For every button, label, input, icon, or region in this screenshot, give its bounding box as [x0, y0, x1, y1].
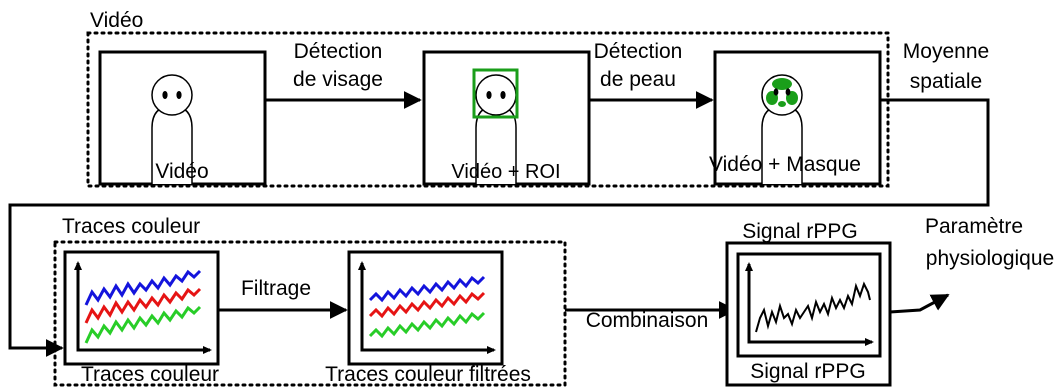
- spatial-mean-label-1: Moyenne: [903, 40, 989, 63]
- rppg-signal-box: [736, 252, 882, 358]
- rppg-top-label: Signal rPPG: [742, 220, 858, 243]
- rppg-signal-line: [755, 281, 871, 333]
- face-detection-label-2: de visage: [293, 68, 383, 91]
- video-roi-label: Vidéo + ROI: [451, 161, 560, 183]
- trace-red: [84, 287, 202, 324]
- filtering-label: Filtrage: [241, 277, 311, 300]
- rppg-signal-plot: [745, 262, 874, 346]
- rppg-bottom-label: Signal rPPG: [750, 360, 866, 383]
- trace-green: [84, 305, 202, 344]
- color-traces-plot: [74, 261, 212, 354]
- filtered-traces-box: [347, 250, 504, 366]
- physio-parameter-label-1: Paramètre: [925, 215, 1023, 238]
- physio-parameter-label-2: physiologique: [926, 247, 1054, 270]
- video-mask-label: Vidéo + Masque: [709, 153, 861, 176]
- filtered-trace-blue: [368, 275, 486, 303]
- color-traces-label: Traces couleur: [81, 363, 219, 386]
- traces-group-frame: [53, 240, 567, 387]
- skin-detection-label-2: de peau: [600, 68, 676, 91]
- person-figure: [151, 74, 193, 184]
- video-roi-box: Vidéo + ROI: [422, 50, 591, 186]
- output-arrow: [889, 293, 950, 314]
- combination-label: Combinaison: [586, 309, 709, 332]
- connector-wire: [8, 98, 990, 357]
- face-detection-label-1: Détection: [294, 40, 383, 63]
- filtered-traces-plot: [358, 261, 496, 354]
- roi-rectangle: [472, 68, 519, 119]
- video-group-title: Vidéo: [90, 9, 143, 32]
- filtered-trace-green: [368, 311, 486, 339]
- trace-blue: [84, 269, 202, 306]
- person-figure: [475, 74, 517, 184]
- traces-group-title: Traces couleur: [62, 215, 200, 238]
- skin-detection-label-1: Détection: [594, 40, 683, 63]
- video-box: Vidéo: [98, 50, 267, 186]
- video-mask-box: Vidéo + Masque: [709, 50, 882, 186]
- filtered-traces-label: Traces couleur filtrées: [325, 363, 531, 386]
- spatial-mean-label-2: spatiale: [910, 70, 982, 93]
- color-traces-box: [63, 250, 220, 366]
- video-group-frame: [86, 31, 890, 188]
- filtered-trace-red: [368, 291, 486, 319]
- video-box-label: Vidéo: [155, 160, 208, 183]
